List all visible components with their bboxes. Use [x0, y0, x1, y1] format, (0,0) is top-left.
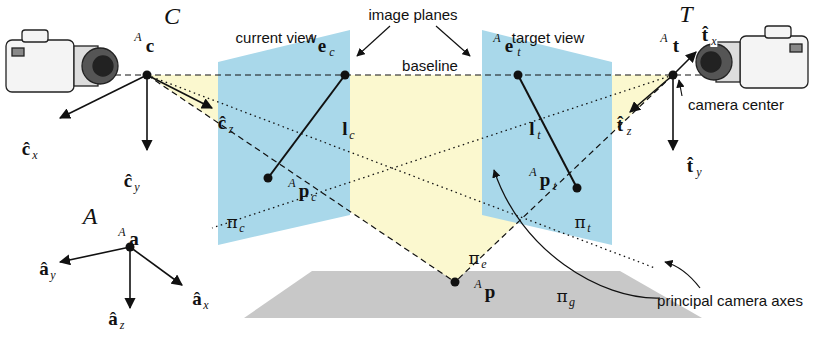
- symbol-subscript: t: [587, 222, 590, 234]
- symbol-subscript: x: [203, 299, 208, 311]
- vector-symbol: t: [672, 36, 680, 55]
- vector-symbol: â: [39, 259, 49, 278]
- frame-superscript: A: [288, 177, 295, 189]
- frame-superscript: A: [493, 32, 500, 44]
- symbol-subscript: c: [311, 191, 316, 203]
- frame-superscript: A: [474, 278, 481, 290]
- symbol-subscript: x: [710, 35, 717, 47]
- target-image-plane: [482, 30, 612, 245]
- baseline-line: [15, 74, 800, 75]
- caption-text: principal camera axes: [657, 293, 803, 308]
- plane-symbol: π: [468, 250, 479, 267]
- symbol-subscript: y: [134, 181, 139, 193]
- symbol-subscript: t: [537, 129, 540, 141]
- frame-superscript: A: [529, 166, 536, 178]
- symbol-subscript: g: [569, 296, 575, 308]
- frame-name: T: [678, 2, 693, 26]
- principal-axis: [147, 75, 655, 268]
- symbol-subscript: y: [696, 166, 701, 178]
- frame-superscript: A: [307, 32, 314, 44]
- caption-text: current view: [236, 30, 317, 45]
- caption-text: camera center: [687, 97, 785, 112]
- symbol-subscript: c: [239, 222, 244, 234]
- ray-line: [455, 75, 673, 282]
- camera-icon: [6, 30, 118, 92]
- symbol-subscript: c: [329, 46, 334, 58]
- caption-text: baseline: [402, 58, 458, 73]
- current-image-plane: [218, 30, 350, 245]
- ground-plane: [244, 271, 702, 318]
- plane-symbol: π: [574, 214, 585, 231]
- symbol-subscript: t: [553, 180, 556, 192]
- symbol-subscript: x: [32, 149, 37, 161]
- pointer-arrows: [357, 26, 700, 298]
- frame-name: C: [163, 4, 181, 28]
- vector-symbol: t̂: [617, 115, 623, 134]
- vector-symbol: a: [129, 229, 139, 248]
- principal-axis: [212, 75, 673, 228]
- vector-symbol: l: [529, 119, 534, 138]
- vector-symbol: l: [342, 119, 347, 138]
- vector-symbol: t̂: [687, 156, 693, 175]
- caption-text: target view: [512, 30, 585, 45]
- symbol-subscript: z: [229, 123, 234, 135]
- vector-symbol: â: [108, 309, 118, 328]
- symbol-subscript: c: [349, 129, 354, 141]
- epipolar-line: [518, 75, 577, 188]
- epipolar-line: [268, 75, 345, 178]
- symbol-subscript: z: [120, 319, 125, 331]
- symbol-subscript: y: [50, 269, 55, 281]
- plane-symbol: π: [556, 288, 567, 305]
- vector-symbol: p: [299, 181, 310, 200]
- caption-text: image planes: [368, 7, 457, 22]
- frame-superscript: A: [118, 226, 125, 238]
- symbol-subscript: t: [517, 46, 520, 58]
- symbol-subscript: z: [627, 125, 632, 137]
- vector-symbol: ĉ: [22, 139, 30, 158]
- points: [126, 71, 678, 287]
- frame-superscript: A: [659, 32, 668, 44]
- vector-symbol: p: [485, 282, 496, 301]
- frame-superscript: A: [134, 31, 141, 43]
- vector-symbol: p: [540, 170, 551, 189]
- vector-symbol: c: [146, 36, 154, 55]
- camera-icon: [696, 26, 808, 88]
- plane-symbol: π: [226, 214, 237, 231]
- vector-symbol: ĉ: [218, 113, 226, 132]
- ray-line: [147, 75, 455, 282]
- frame-name: A: [83, 204, 98, 228]
- vector-symbol: t̂: [701, 25, 709, 44]
- symbol-subscript: e: [481, 258, 486, 270]
- axis-arrows: [60, 52, 696, 308]
- vector-symbol: â: [192, 289, 202, 308]
- vector-symbol: e: [505, 36, 513, 55]
- vector-symbol: e: [318, 36, 326, 55]
- vector-symbol: ĉ: [124, 171, 132, 190]
